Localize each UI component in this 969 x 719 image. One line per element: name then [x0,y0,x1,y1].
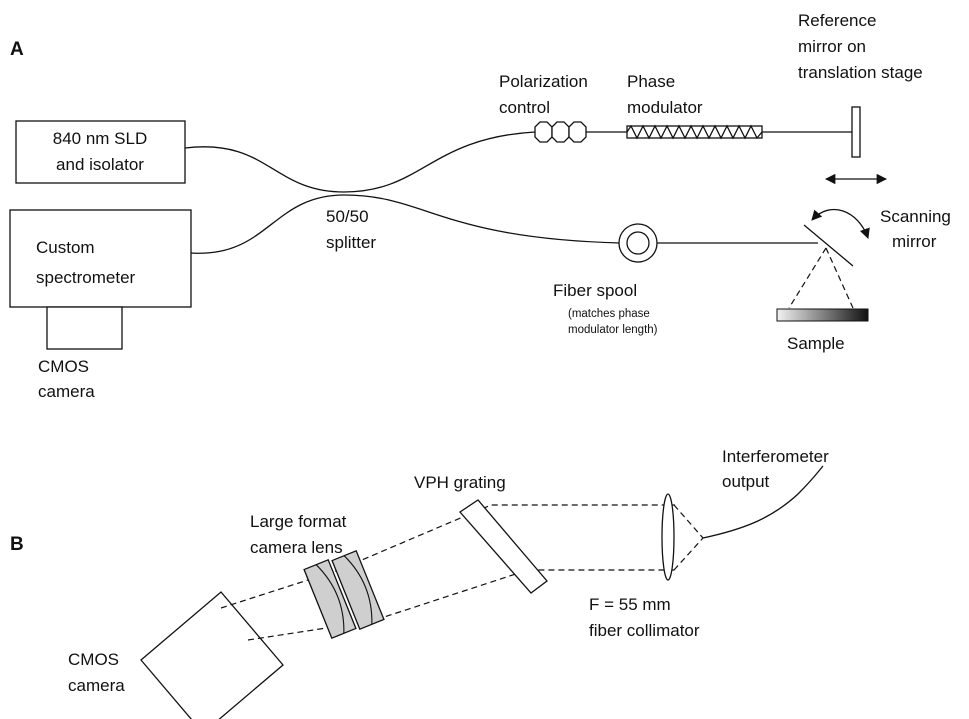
collimator-cone-upper [673,504,704,539]
panel-a: A 840 nm SLD and isolator Custom spectro… [9,11,951,401]
polarization-label-line1: Polarization [499,72,588,91]
phase-modulator-coil [626,124,763,140]
spectrometer-label-line1: Custom [36,238,95,257]
fiber-spool-note-line2: modulator length) [568,324,658,336]
output-label-line2: output [722,472,770,491]
interferometer-output-fiber [702,465,824,539]
sld-label-line1: 840 nm SLD [53,129,148,148]
sample-beam-right [825,247,854,309]
panel-b-letter: B [10,534,24,555]
output-label-line1: Interferometer [722,447,829,466]
reference-label-line3: translation stage [798,63,923,82]
panel-a-letter: A [10,39,24,60]
cmos-camera-a-line1: CMOS [38,357,89,376]
spectrometer-label-line2: spectrometer [36,268,136,287]
lens-label-line2: camera lens [250,538,343,557]
sample-label: Sample [787,334,845,353]
vph-grating [459,499,548,594]
sample-beam-left [788,247,827,309]
fiber-spectrometer-to-sample [190,194,621,254]
splitter-label-line2: splitter [326,233,376,252]
modulator-label-line2: modulator [627,98,703,117]
scanning-label-line2: mirror [892,232,937,251]
polarization-controller [534,121,587,143]
fiber-spool-inner [626,231,650,255]
sample-block [776,308,869,322]
cmos-camera-box-a [46,306,123,350]
camera-lens-element-2 [331,549,385,631]
cmos-camera-a-line2: camera [38,382,95,401]
cmos-camera-b-line1: CMOS [68,650,119,669]
collimator-lens [661,493,675,581]
spectrometer-box [9,209,192,308]
polarization-label-line2: control [499,98,550,117]
lens-label-line1: Large format [250,512,347,531]
beam-lower [247,569,675,641]
collimator-label-line2: fiber collimator [589,621,700,640]
splitter-label-line1: 50/50 [326,207,369,226]
cmos-camera-b-line2: camera [68,676,125,695]
fiber-spool-label: Fiber spool [553,281,637,300]
cmos-camera-b [140,591,284,719]
scanning-rotation-arrow [811,208,870,239]
panel-b: B CMOS camera Large format camera lens V… [10,447,829,719]
collimator-label-line1: F = 55 mm [589,595,671,614]
reference-mirror [851,106,861,158]
fiber-spool-note-line1: (matches phase [568,308,650,320]
sld-label-line2: and isolator [56,155,144,174]
reference-label-line1: Reference [798,11,876,30]
camera-lens-element-1 [303,558,357,640]
reference-label-line2: mirror on [798,37,866,56]
collimator-cone-lower [673,537,704,571]
sld-source-box [15,120,186,184]
scanning-mirror [803,224,854,267]
grating-label: VPH grating [414,473,506,492]
scanning-label-line1: Scanning [880,207,951,226]
beam-upper [220,504,675,609]
modulator-label-line1: Phase [627,72,675,91]
fiber-source-to-reference [184,131,536,193]
